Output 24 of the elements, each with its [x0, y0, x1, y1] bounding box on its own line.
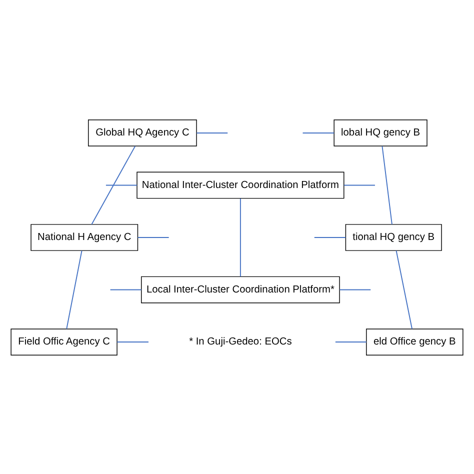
- node-box: lobal HQ gency B: [334, 119, 428, 146]
- node-box: tional HQ gency B: [345, 224, 442, 250]
- connector: [137, 236, 170, 238]
- connector: [110, 288, 142, 290]
- node-box: National Inter-Cluster Coordination Platform: [136, 171, 344, 198]
- connector: [344, 184, 376, 186]
- connector: [302, 132, 335, 133]
- node-box: Field Offic Agency C: [10, 328, 118, 355]
- connector: [334, 341, 367, 342]
- connector: [105, 184, 138, 186]
- connector: [66, 250, 82, 329]
- connector: [396, 250, 412, 329]
- connector: [339, 288, 372, 290]
- node-box: eld Office gency B: [366, 328, 464, 355]
- connector: [382, 145, 392, 224]
- node-box: Global HQ Agency C: [88, 119, 197, 146]
- connector: [240, 198, 241, 277]
- node-box: Local Inter-Cluster Coordination Platform*: [141, 276, 340, 303]
- connector: [116, 341, 149, 342]
- connector: [196, 132, 228, 133]
- node-box: National H Agency C: [30, 224, 138, 250]
- label: * In Guji-Gedeo: EOCs: [189, 336, 292, 348]
- connector: [91, 145, 136, 224]
- connector: [314, 236, 346, 238]
